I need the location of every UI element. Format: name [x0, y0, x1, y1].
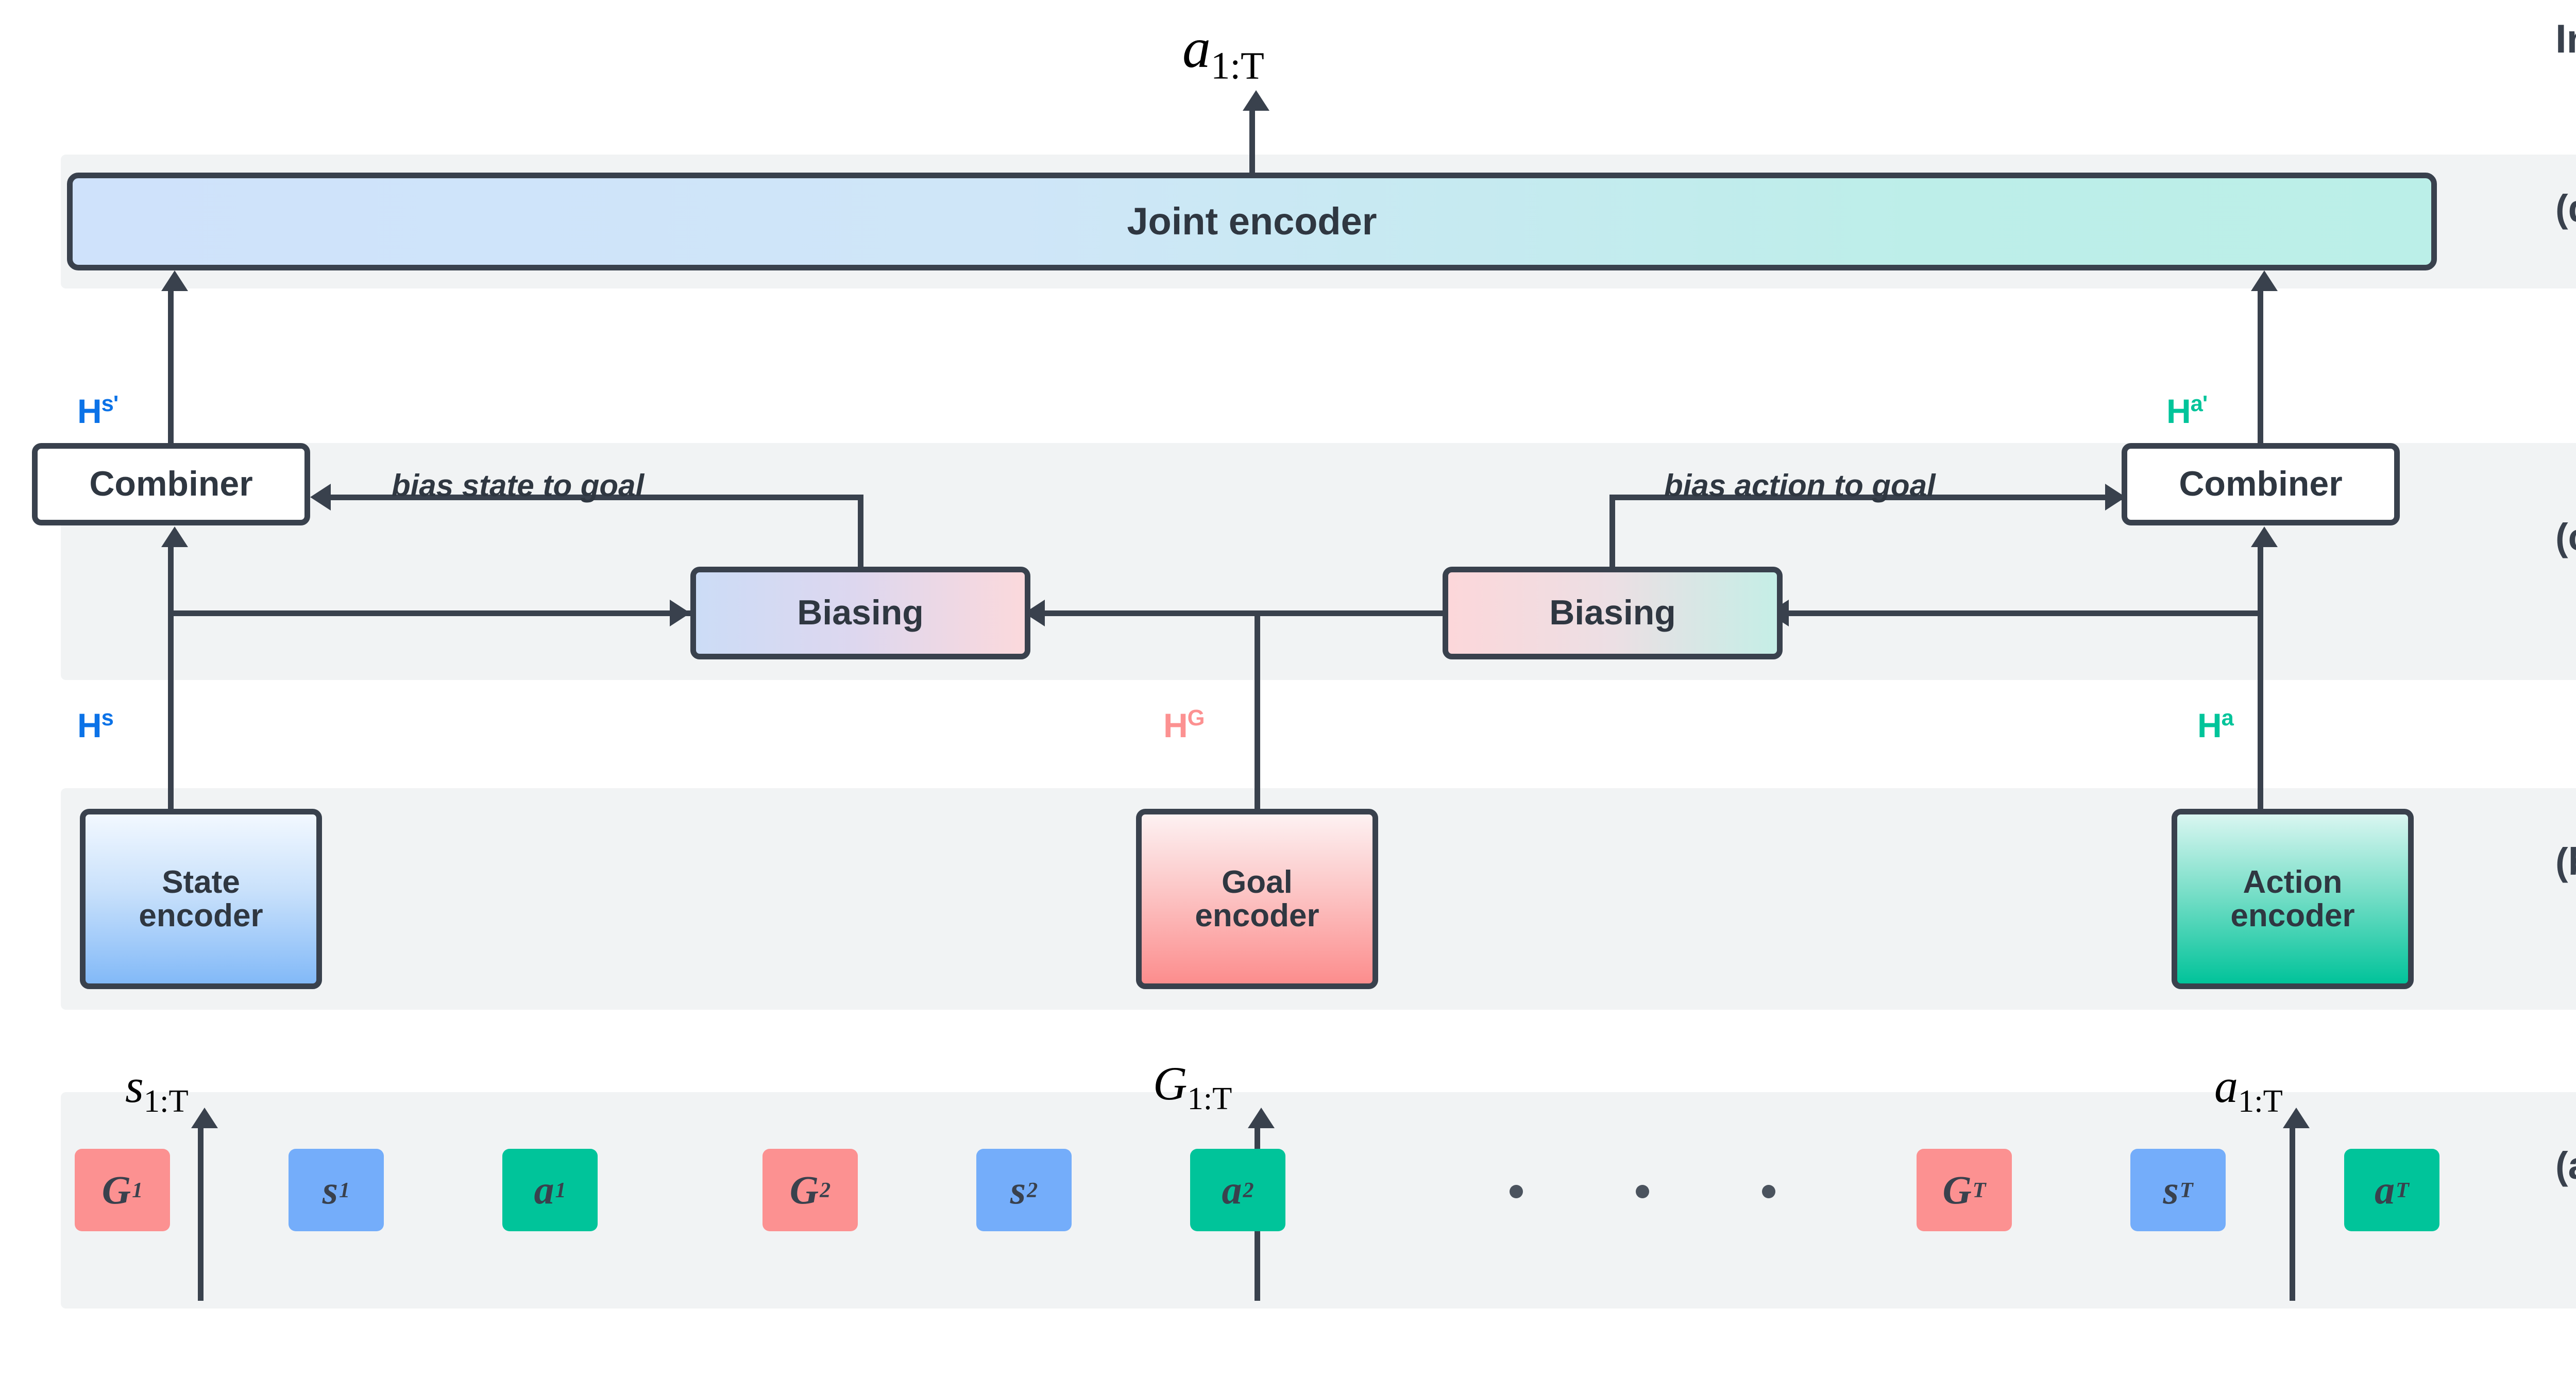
token-base: a [1222, 1167, 1242, 1212]
goal-encoder-label-line1: Goal [1222, 864, 1293, 900]
token-subscript: T [1972, 1178, 1986, 1202]
token-subscript: 1 [339, 1178, 350, 1202]
edge-state-branch-to-biasingleft [168, 610, 704, 616]
edge-goalenc-up [1255, 610, 1260, 810]
h-g-label: HG [1163, 706, 1205, 744]
arrowhead-combinerleft-up [161, 270, 188, 291]
legend-tag: (b) [2555, 840, 2576, 883]
legend-modality-line: (c)state-goal or goal-action [2555, 515, 2576, 559]
arrowhead-actionenc-up [2251, 526, 2278, 547]
input-action-math-label: a1:T [2214, 1060, 2283, 1119]
token-subscript: T [2396, 1178, 2409, 1202]
legend-title: Input's modality & operations [2555, 16, 2576, 61]
state-encoder-block[interactable]: State encoder [80, 809, 322, 989]
biasing-left-block[interactable]: Biasing [690, 567, 1030, 659]
biasing-right-label: Biasing [1549, 593, 1676, 633]
legend-tag: (c) [2555, 516, 2576, 558]
token-base: G [789, 1167, 819, 1212]
ellipsis-dot [1636, 1185, 1649, 1198]
arrowhead-stateenc-in [191, 1108, 218, 1128]
edge-stateenc-to-combinerleft [168, 546, 174, 810]
h-s-label: Hs [77, 706, 114, 744]
token-base: s [2163, 1167, 2179, 1212]
biasing-right-block[interactable]: Biasing [1443, 567, 1783, 659]
ellipsis-dot [1510, 1185, 1523, 1198]
legend-modality-line: (a)goal, state, and action [2555, 1144, 2576, 1187]
edge-combinerright-to-joint [2258, 288, 2263, 443]
action-encoder-block[interactable]: Action encoder [2172, 809, 2414, 989]
ellipsis-dot [1762, 1185, 1775, 1198]
legend-row-c: (c)state-goal or goal-actioncross-modal … [2555, 515, 2576, 619]
combiner-right-label: Combiner [2179, 464, 2343, 504]
token-subscript: 2 [1243, 1178, 1254, 1202]
edge-action-branch-to-biasingright [1788, 610, 2261, 616]
arrowhead-actionenc-in [2283, 1108, 2310, 1128]
combiner-left-block[interactable]: Combiner [32, 443, 310, 525]
edge-actionenc-to-combinerright [2258, 546, 2263, 810]
token-subscript: 1 [555, 1178, 566, 1202]
edge-goal-split-horizontal [1041, 610, 1772, 616]
combiner-left-label: Combiner [89, 464, 253, 504]
edge-biasingright-up [1609, 495, 1615, 569]
legend-tag: (d) [2555, 187, 2576, 230]
legend-row-b: (b)goal, state, or actionintra-modal att… [2555, 840, 2576, 943]
arrowhead-biasingleft-in [670, 600, 690, 626]
goal-encoder-block[interactable]: Goal encoder [1136, 809, 1378, 989]
legend-row-d: (d)state-actioncross-modal attention [2555, 186, 2576, 290]
edge-a-input-to-actionenc [2290, 1126, 2295, 1301]
token-subscript: 2 [1027, 1178, 1038, 1202]
token-subscript: 2 [820, 1178, 831, 1202]
legend-modality-line: (b)goal, state, or action [2555, 840, 2576, 884]
edge-joint-to-output [1249, 103, 1255, 173]
biasing-left-label: Biasing [797, 593, 924, 633]
token-base: G [101, 1167, 131, 1212]
arrowhead-combinerright-up [2251, 270, 2278, 291]
edge-combinerleft-to-joint [168, 288, 174, 443]
action-encoder-label-line2: encoder [2230, 898, 2355, 933]
edge-biasstate-to-combinerleft [330, 495, 863, 500]
state-encoder-label-line1: State [162, 864, 240, 900]
token-base: s [322, 1167, 338, 1212]
bias-state-to-goal-caption: bias state to goal [392, 468, 645, 503]
goal-encoder-label-line2: encoder [1195, 898, 1319, 933]
output-action-math-label: a1:T [1182, 16, 1264, 88]
joint-encoder-block[interactable]: Joint encoder [67, 173, 2437, 270]
h-s-prime-label: Hs' [77, 392, 118, 430]
bias-action-to-goal-caption: bias action to goal [1664, 468, 1936, 503]
edge-biasaction-to-combinerright [1609, 495, 2125, 500]
arrowhead-output [1243, 90, 1269, 111]
h-a-label: Ha [2197, 706, 2234, 744]
input-goal-math-label: G1:T [1153, 1057, 1232, 1116]
arrowhead-goalenc-in [1248, 1108, 1275, 1128]
legend-row-a: (a)goal, state, and actionmodality disen… [2555, 1144, 2576, 1247]
token-base: a [534, 1167, 554, 1212]
legend-tag: (a) [2555, 1144, 2576, 1187]
arrowhead-combinerleft-in [310, 484, 331, 511]
token-base: G [1942, 1167, 1972, 1212]
edge-biasingleft-up [858, 495, 863, 569]
legend-modality-line: (d)state-action [2555, 186, 2576, 230]
token-subscript: 1 [132, 1178, 143, 1202]
edge-s-input-to-stateenc [198, 1126, 204, 1301]
token-base: s [1010, 1167, 1026, 1212]
input-state-math-label: s1:T [125, 1060, 189, 1119]
joint-encoder-label: Joint encoder [1127, 200, 1377, 243]
token-base: a [2375, 1167, 2395, 1212]
h-a-prime-label: Ha' [2166, 392, 2208, 430]
action-encoder-label-line1: Action [2243, 864, 2343, 900]
arrowhead-stateenc-up [161, 526, 188, 547]
combiner-right-block[interactable]: Combiner [2122, 443, 2400, 525]
token-subscript: T [2179, 1178, 2193, 1202]
state-encoder-label-line2: encoder [139, 898, 263, 933]
